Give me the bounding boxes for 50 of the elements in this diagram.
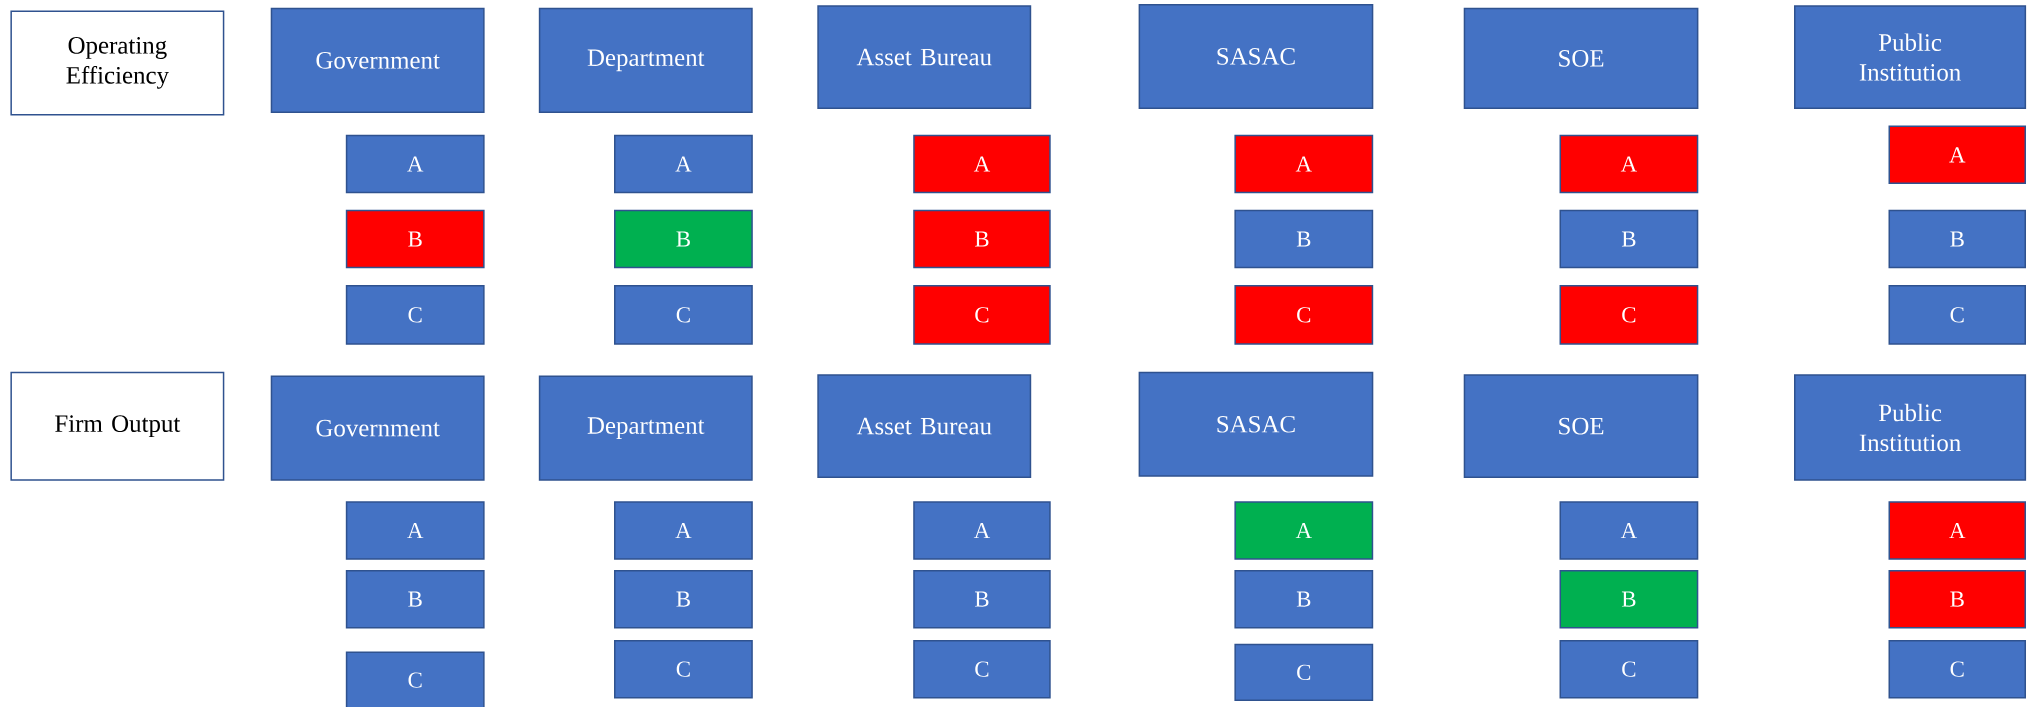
category-box: A: [614, 501, 753, 560]
category-box: B: [1888, 569, 2026, 629]
category-box: B: [913, 209, 1051, 269]
category-box: C: [1888, 285, 2026, 345]
category-box: A: [345, 134, 485, 194]
category-box: B: [345, 209, 485, 269]
header-box: Asset Bureau: [817, 374, 1032, 479]
header-box: Government: [270, 7, 485, 113]
header-box: SOE: [1463, 374, 1699, 479]
category-box: A: [1559, 134, 1699, 194]
category-box: B: [1559, 569, 1699, 629]
category-box: C: [1888, 639, 2026, 699]
category-box: A: [913, 134, 1051, 194]
category-box: A: [614, 134, 753, 194]
header-box: Department: [538, 375, 753, 481]
header-box: Department: [538, 7, 753, 113]
header-box: SASAC: [1138, 371, 1374, 477]
category-box: A: [345, 501, 485, 560]
category-box: B: [913, 569, 1051, 629]
category-box: C: [345, 285, 485, 345]
category-box: B: [1559, 209, 1699, 269]
category-box: A: [1234, 134, 1374, 194]
category-box: B: [1234, 569, 1374, 629]
row-label-box: Operating Efficiency: [10, 10, 225, 116]
category-box: B: [1234, 209, 1374, 269]
category-box: C: [913, 285, 1051, 345]
category-box: A: [1234, 501, 1374, 560]
category-box: A: [913, 501, 1051, 560]
category-box: A: [1888, 125, 2026, 185]
header-box: SASAC: [1138, 3, 1374, 109]
category-box: C: [1559, 639, 1699, 699]
category-box: A: [1559, 501, 1699, 560]
category-box: C: [1234, 285, 1374, 345]
category-box: C: [614, 639, 753, 699]
header-box: Public Institution: [1794, 374, 2027, 481]
category-box: A: [1888, 501, 2026, 560]
category-box: B: [345, 569, 485, 629]
header-box: SOE: [1463, 7, 1699, 109]
row-label-box: Firm Output: [10, 371, 225, 481]
header-box: Government: [270, 375, 485, 481]
header-box: Asset Bureau: [817, 5, 1032, 109]
category-box: B: [614, 209, 753, 269]
category-box: C: [1559, 285, 1699, 345]
category-box: B: [1888, 209, 2026, 269]
category-box: C: [345, 651, 485, 707]
category-box: B: [614, 569, 753, 629]
header-box: Public Institution: [1794, 5, 2027, 109]
category-box: C: [614, 285, 753, 345]
category-box: C: [1234, 643, 1374, 701]
category-box: C: [913, 639, 1051, 699]
